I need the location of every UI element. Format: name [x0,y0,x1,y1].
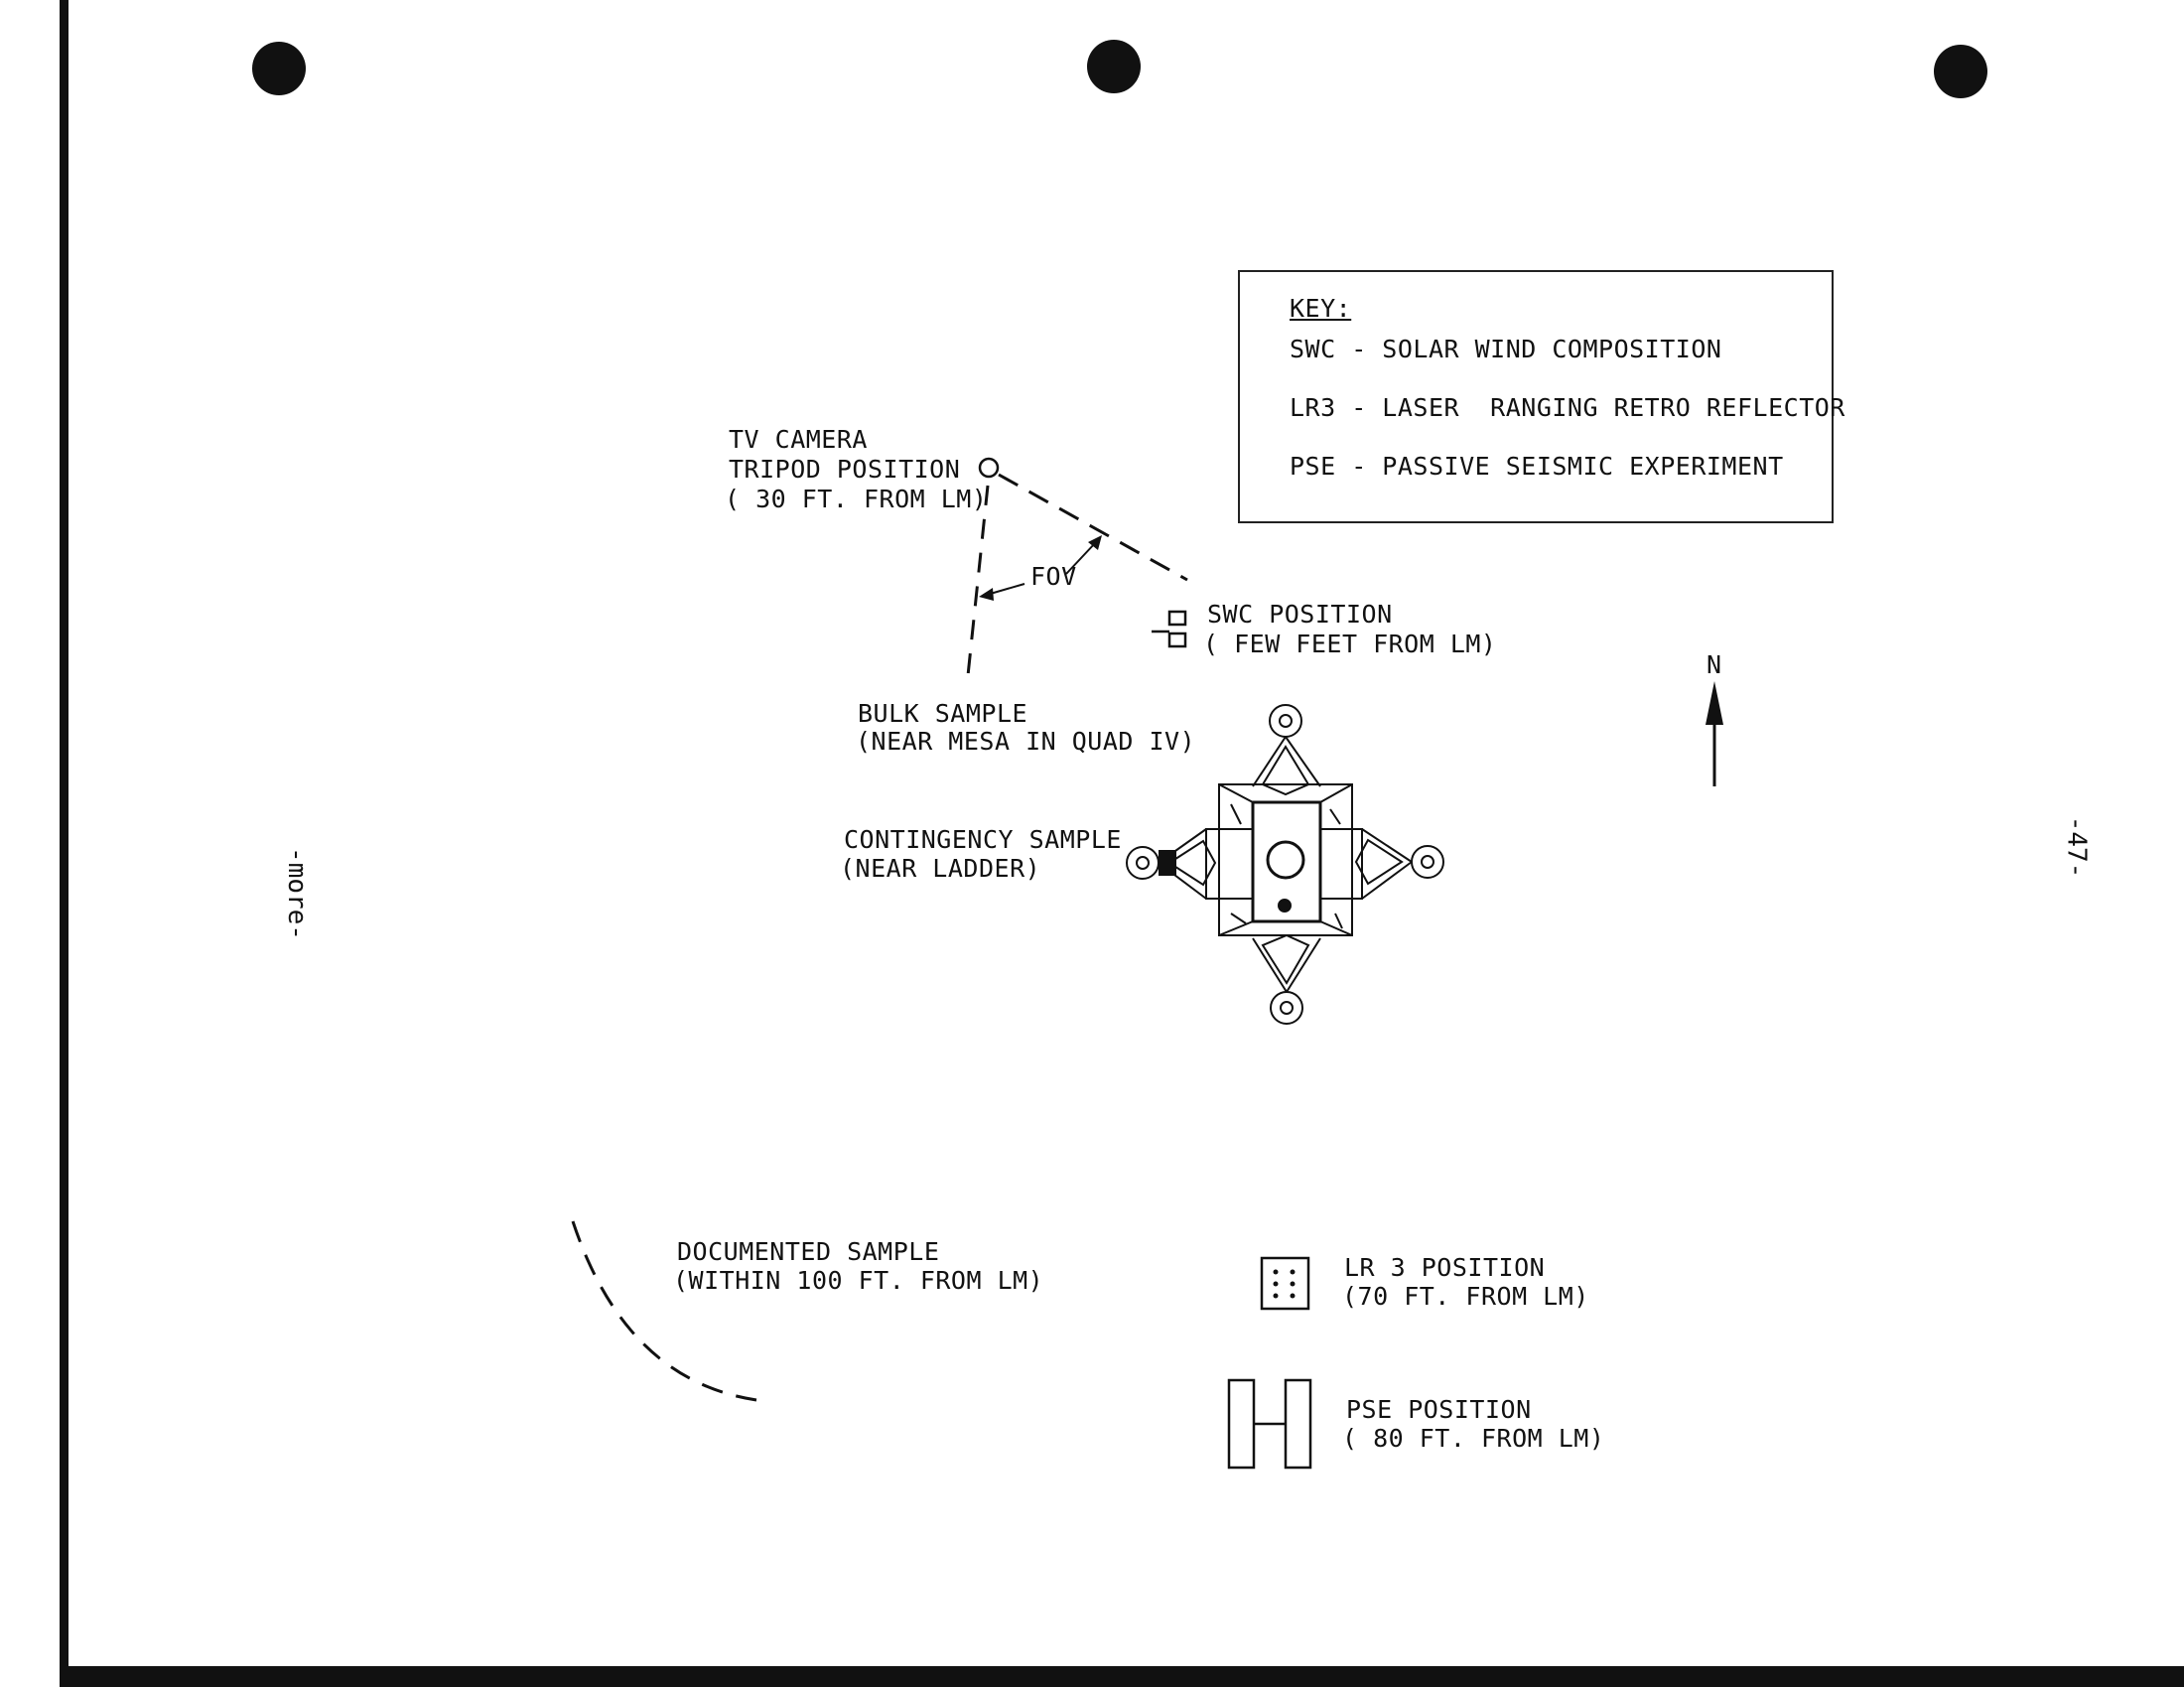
page-border-bottom [60,1666,2184,1687]
lunar-module [1126,704,1444,1025]
key-title: KEY: [1290,294,1352,323]
fov-arrows [979,535,1102,601]
key-item-swc: SWC - SOLAR WIND COMPOSITION [1290,335,1722,363]
bulk-sample-label-line1: BULK SAMPLE [858,699,1028,728]
pse-position-label-line1: PSE POSITION [1346,1395,1532,1424]
swc-marker [1152,610,1187,648]
binder-hole-left [252,42,306,95]
swc-position-label-line2: ( FEW FEET FROM LM) [1203,630,1497,658]
key-item-pse: PSE - PASSIVE SEISMIC EXPERIMENT [1290,452,1784,481]
binder-hole-right [1934,45,1987,98]
north-arrow [1706,681,1723,786]
tv-camera-label-line2: TRIPOD POSITION [729,455,961,484]
page-border-left [60,0,68,1687]
contingency-sample-label-line2: (NEAR LADDER) [840,854,1041,883]
bulk-sample-label-line2: (NEAR MESA IN QUAD IV) [856,727,1196,756]
key-item-lr3: LR3 - LASER RANGING RETRO REFLECTOR [1290,393,1845,422]
lr3-position-label-line2: (70 FT. FROM LM) [1342,1282,1589,1311]
key-box: KEY: SWC - SOLAR WIND COMPOSITION LR3 - … [1238,270,1844,523]
pse-position-label-line2: ( 80 FT. FROM LM) [1342,1424,1605,1453]
lr3-position-label-line1: LR 3 POSITION [1344,1253,1546,1282]
documented-sample-label-line1: DOCUMENTED SAMPLE [677,1237,940,1266]
pse-marker [1227,1378,1312,1470]
documented-sample-label-line2: (WITHIN 100 FT. FROM LM) [673,1266,1044,1295]
tv-camera-label-line1: TV CAMERA [729,425,868,454]
documented-sample-arc [571,1220,757,1402]
swc-position-label-line1: SWC POSITION [1207,600,1393,629]
fov-label: FOV [1030,562,1077,591]
binder-hole-center [1087,40,1141,93]
fov-right-boundary [998,473,1188,582]
fov-left-boundary [965,485,990,686]
contingency-sample-label-line1: CONTINGENCY SAMPLE [844,825,1122,854]
tv-camera-marker [978,457,1000,479]
lr3-marker [1260,1256,1310,1311]
north-label: N [1706,650,1722,679]
tv-camera-label-line3: ( 30 FT. FROM LM) [725,485,988,513]
